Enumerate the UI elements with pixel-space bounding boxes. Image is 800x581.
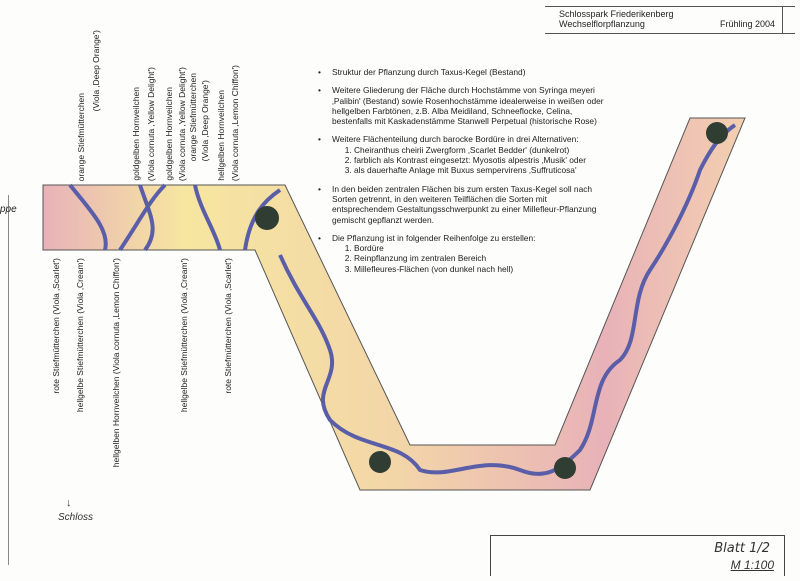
note-item: Die Pflanzung ist in folgender Reihenfol… xyxy=(318,233,608,274)
schloss-label: Schloss xyxy=(58,512,94,523)
sub-item: farblich als Kontrast eingesetzt: Myosot… xyxy=(354,155,608,165)
season: Frühling 2004 xyxy=(719,19,775,29)
note-item: Weitere Gliederung der Fläche durch Hoch… xyxy=(318,85,608,126)
taxus-cone xyxy=(255,206,279,230)
sub-item: als dauerhafte Anlage mit Buxus sempervi… xyxy=(354,165,608,175)
plant-label: goldgelben Hornveilchen xyxy=(131,87,141,181)
taxus-cone xyxy=(554,457,576,479)
cut-off-label: ppe xyxy=(0,204,17,215)
plant-label: goldgelben Hornveilchen xyxy=(164,87,174,181)
project-name: Schlosspark Friederikenberg xyxy=(559,9,674,19)
plan-type: Wechselflorpflanzung xyxy=(559,19,645,29)
margin-line xyxy=(8,195,9,565)
sub-item: Millefleures-Flächen (von dunkel nach he… xyxy=(354,264,608,274)
sub-item: Cheiranthus cheirii Zwergform ‚Scarlet B… xyxy=(354,145,608,155)
plant-label: (Viola cornuta ‚Lemon Chiffon') xyxy=(230,64,240,181)
taxus-cone xyxy=(706,122,728,144)
note-text: Weitere Gliederung der Fläche durch Hoch… xyxy=(332,85,604,127)
taxus-cone xyxy=(369,451,391,473)
note-text: Weitere Flächenteilung durch barocke Bor… xyxy=(332,134,579,145)
note-text: Struktur der Pflanzung durch Taxus-Kegel… xyxy=(332,67,526,77)
scale-label: M 1:100 xyxy=(730,558,774,572)
footer-block: Blatt 1/2 M 1:100 xyxy=(490,535,785,576)
note-text: Die Pflanzung ist in folgender Reihenfol… xyxy=(332,232,536,243)
plant-label: rote Stiefmütterchen (Viola ‚Scarlet') xyxy=(223,258,233,394)
plant-label: hellgelbe Stiefmütterchen (Viola ‚Cream'… xyxy=(179,258,189,413)
plant-label: hellgelbe Stiefmütterchen (Viola ‚Cream'… xyxy=(75,258,85,413)
planting-notes: Struktur der Pflanzung durch Taxus-Kegel… xyxy=(318,67,608,282)
plant-label: (Viola ‚Deep Orange') xyxy=(200,79,210,161)
note-text: In den beiden zentralen Flächen bis zum … xyxy=(332,183,597,225)
note-item: Struktur der Pflanzung durch Taxus-Kegel… xyxy=(318,67,608,78)
plant-label: (Viola cornuta ‚Yellow Delight') xyxy=(146,66,156,181)
baroque-border xyxy=(68,123,737,476)
plant-label: hellgelben Hornveilchen (Viola cornuta ‚… xyxy=(111,258,121,468)
sub-item: Bordüre xyxy=(354,243,608,253)
note-item: Weitere Flächenteilung durch barocke Bor… xyxy=(318,134,608,175)
plant-label: hellgelben Hornveilchen xyxy=(216,90,226,181)
plant-label: orange Stiefmütterchen xyxy=(76,92,86,181)
title-block: Schlosspark Friederikenberg Wechselflorp… xyxy=(545,6,795,34)
direction-arrow-icon: ↓ xyxy=(66,497,72,509)
planting-bed xyxy=(42,117,746,491)
plant-label: (Viola ‚Deep Orange') xyxy=(91,29,101,111)
plant-label: rote Stiefmütterchen (Viola ‚Scarlet') xyxy=(51,258,61,394)
plant-label: (Viola cornuta ‚Yellow Delight') xyxy=(177,66,187,181)
plant-label: orange Stiefmütterchen xyxy=(188,72,198,161)
frame-line xyxy=(782,6,783,34)
sheet-number: Blatt 1/2 xyxy=(714,541,770,556)
note-item: In den beiden zentralen Flächen bis zum … xyxy=(318,184,608,225)
sub-item: Reinpflanzung im zentralen Bereich xyxy=(354,253,608,263)
